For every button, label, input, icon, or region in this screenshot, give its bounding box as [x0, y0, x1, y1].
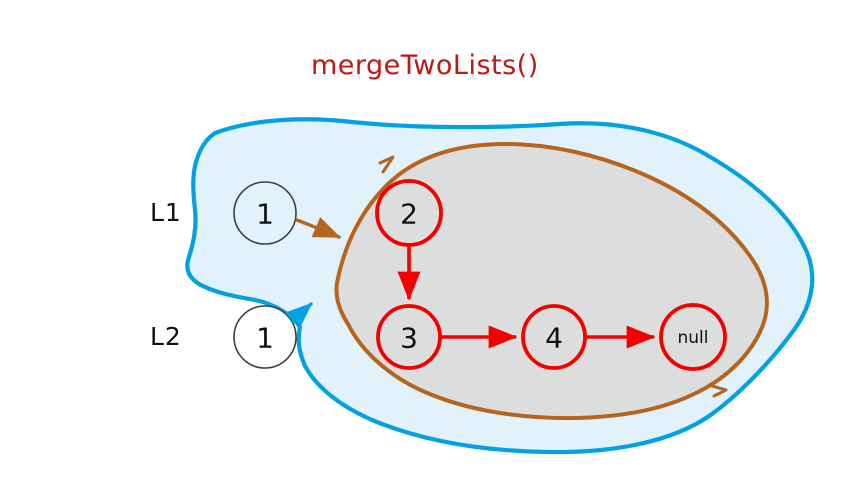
node-null-value: null	[677, 328, 709, 348]
edge-l2-into-blue-blob	[284, 302, 313, 329]
node-4-circle	[521, 304, 587, 370]
node-2-value: 2	[400, 197, 418, 231]
node-l1-head-circle	[233, 181, 297, 245]
diagram-title: mergeTwoLists()	[311, 50, 539, 81]
inner-blob-direction-tick-2	[710, 384, 728, 398]
node-l2-head-value: 1	[256, 321, 274, 355]
list-label-l1: L1	[150, 198, 182, 227]
node-4-value: 4	[545, 321, 563, 355]
node-l2-head-circle	[233, 305, 297, 369]
node-2-circle	[375, 179, 443, 247]
node-l1-head-value: 1	[256, 197, 274, 231]
list-label-l2: L2	[150, 322, 182, 351]
inner-blob-direction-tick	[378, 155, 395, 174]
node-3-value: 3	[400, 321, 418, 355]
edge-l1-into-merged	[295, 217, 341, 239]
node-3-circle	[376, 304, 442, 370]
node-null-circle	[659, 303, 727, 371]
inner-brown-blob	[334, 141, 769, 421]
